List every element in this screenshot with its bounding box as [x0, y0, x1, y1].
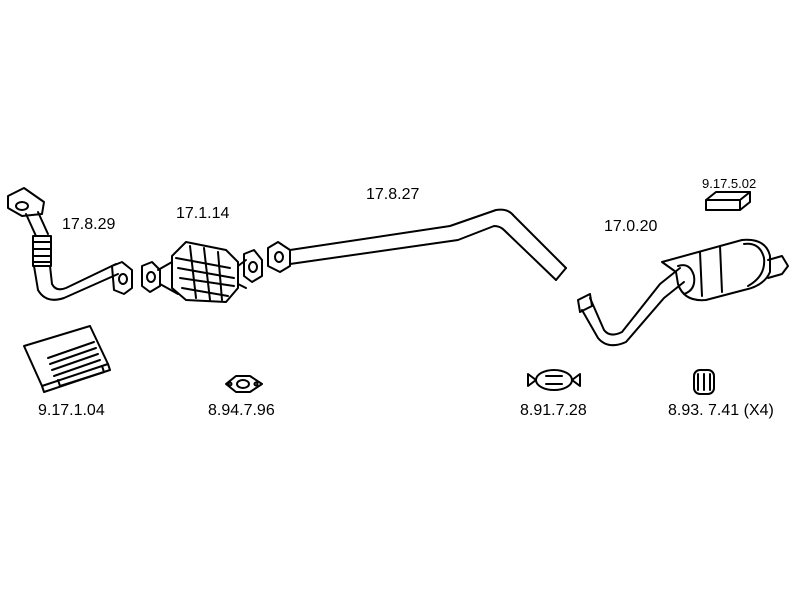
intermediate-pipe-drawing: [267, 208, 567, 281]
label-catalytic-converter: 17.1.14: [176, 205, 230, 222]
flange-gasket-drawing: [225, 375, 263, 393]
rubber-mount-drawing: [693, 369, 715, 395]
front-pipe-drawing: [7, 187, 133, 301]
rubber-hanger-block-drawing: [705, 191, 751, 211]
label-rubber-mount: 8.93. 7.41 (X4): [668, 402, 774, 419]
label-flange-gasket: 8.94.7.96: [208, 402, 275, 419]
label-rear-silencer: 17.0.20: [604, 218, 658, 235]
label-pipe-clamp: 8.91.7.28: [520, 402, 587, 419]
label-front-pipe: 17.8.29: [62, 216, 116, 233]
pipe-clamp-drawing: [527, 369, 581, 391]
catalytic-converter-drawing: [141, 241, 263, 303]
label-mounting-kit: 9.17.1.04: [38, 402, 105, 419]
label-intermediate-pipe: 17.8.27: [366, 186, 420, 203]
label-rubber-hanger-block: 9.17.5.02: [702, 176, 757, 191]
mounting-kit-drawing: [23, 325, 111, 393]
rear-silencer-drawing: [577, 238, 789, 347]
